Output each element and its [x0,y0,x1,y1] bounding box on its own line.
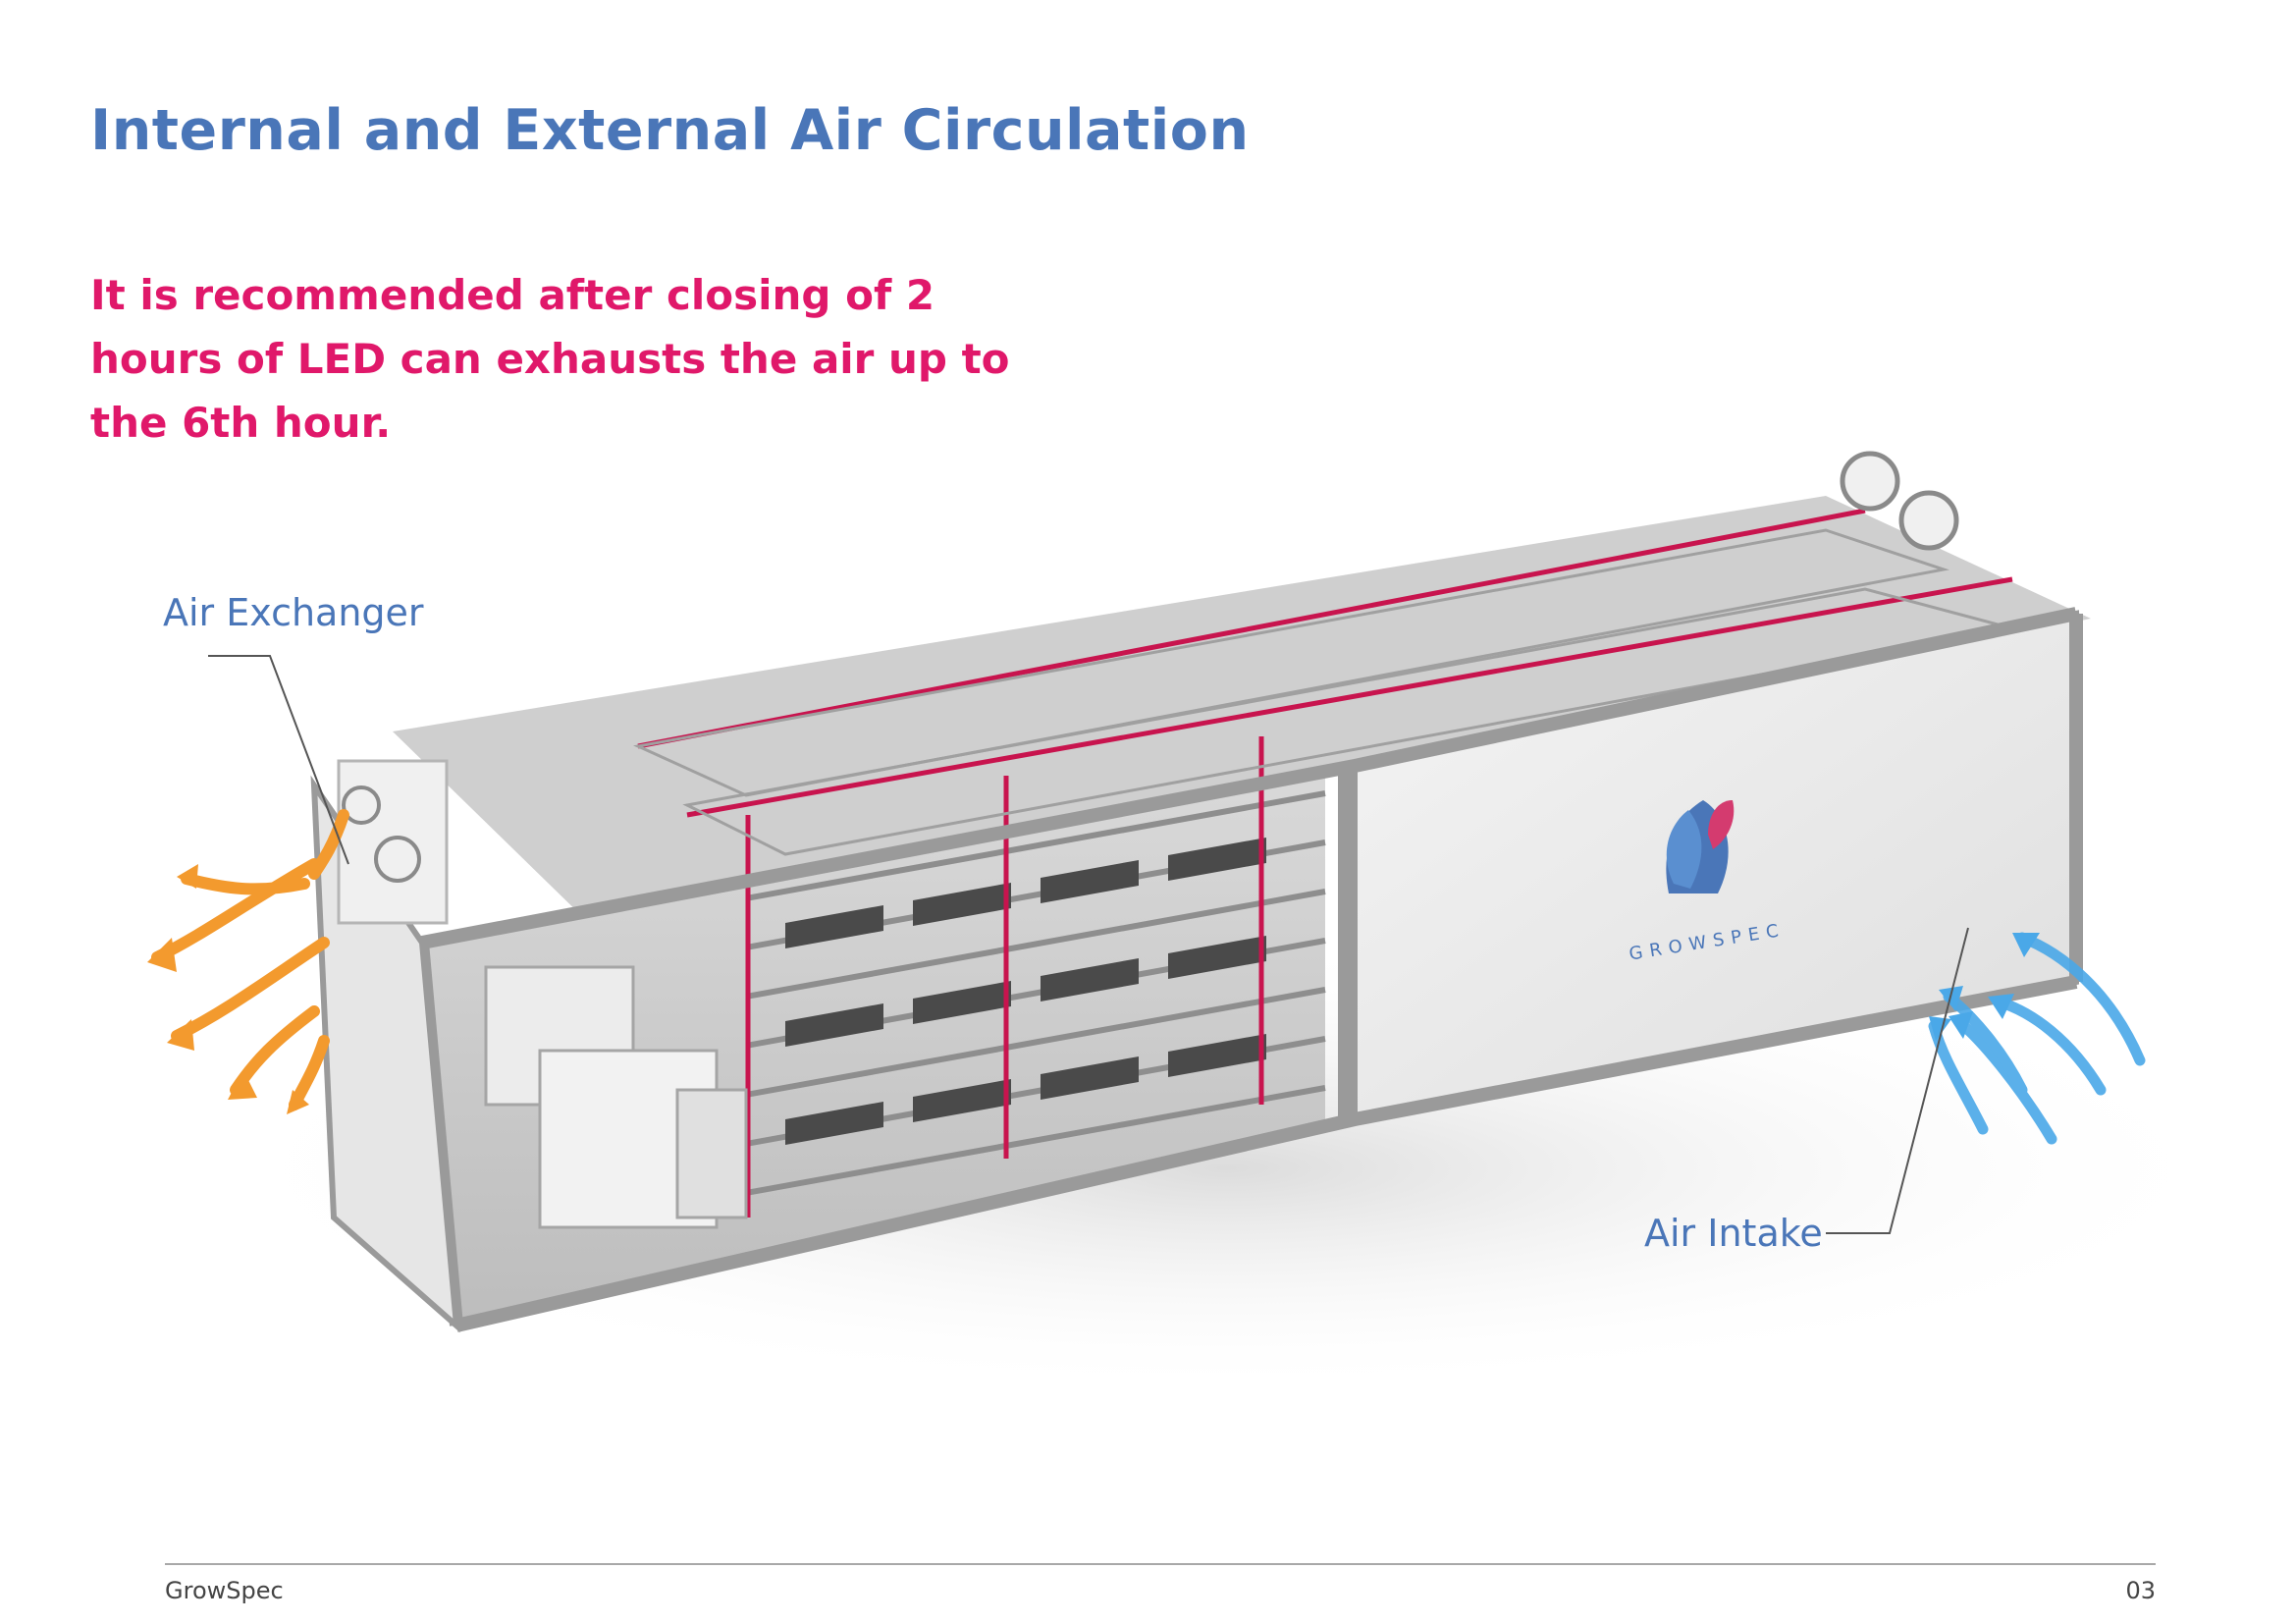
exhaust-arrows-icon [151,809,349,1110]
page-title: Internal and External Air Circulation [90,98,1250,163]
exhaust-arrowheads [147,864,309,1114]
container-roof [393,496,2091,923]
growspec-logo-icon [1666,800,1735,893]
footer-brand: GrowSpec [165,1577,284,1604]
grow-trays [785,838,1266,1145]
note-line: It is recommended after closing of 2 [90,271,935,319]
air-exchanger-unit [337,759,449,925]
air-intake-label: Air Intake [1644,1212,1823,1255]
air-exchanger-label: Air Exchanger [163,591,424,634]
rack-frame [637,508,2013,1218]
callout-leaders [208,655,1969,1234]
hvac-units [484,965,748,1229]
recommendation-note: It is recommended after closing of 2 hou… [90,263,1072,455]
note-line: hours of LED can exhausts the air up to [90,335,1010,383]
footer-divider [165,1563,2156,1565]
roof-fans [1840,451,1959,551]
note-line: the 6th hour. [90,399,392,447]
page-number: 03 [2125,1577,2156,1604]
